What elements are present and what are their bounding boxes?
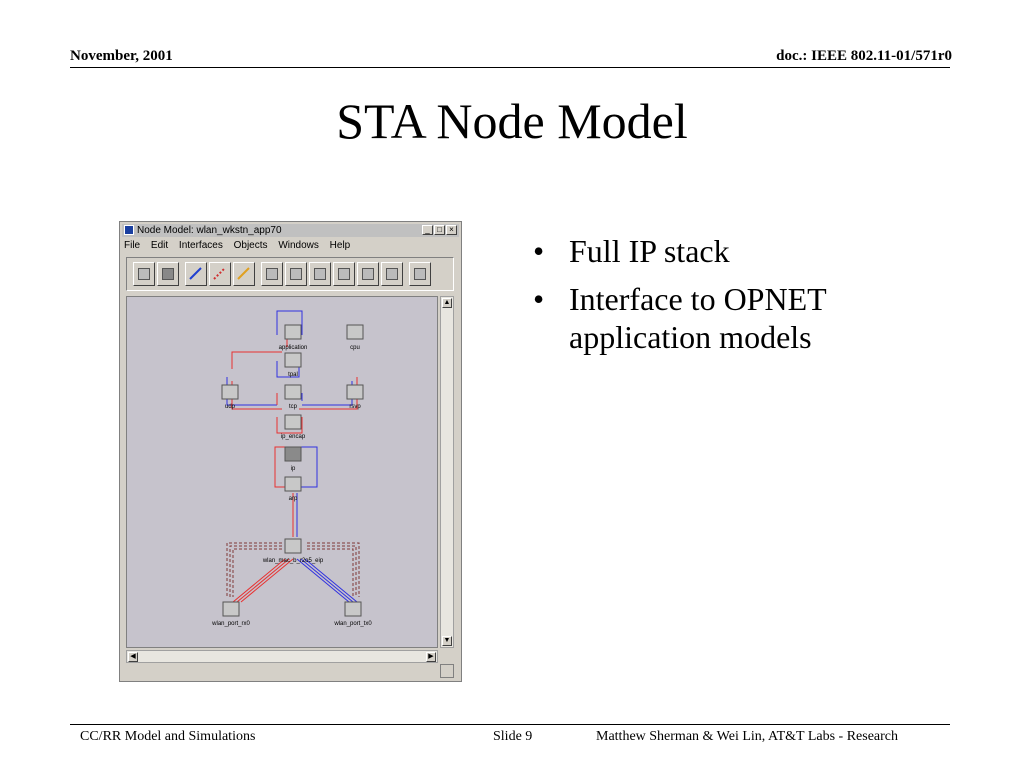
stream-icon[interactable]: [185, 262, 207, 286]
link-ipencap-ip: [276, 417, 303, 434]
node-tpal[interactable]: [284, 352, 302, 368]
minimize-button[interactable]: _: [422, 225, 433, 235]
menu-interfaces[interactable]: Interfaces: [178, 240, 223, 251]
statwire-icon[interactable]: [209, 262, 231, 286]
bullet-list: • Full IP stack • Interface to OPNET app…: [533, 232, 933, 366]
fixed-node-icon[interactable]: [133, 262, 155, 286]
node-application[interactable]: [284, 324, 302, 340]
tx-icon[interactable]: [261, 262, 283, 286]
size-grip-icon[interactable]: [440, 664, 454, 678]
label-cpu: cpu: [350, 345, 360, 351]
close-button[interactable]: ×: [446, 225, 457, 235]
header-date: November, 2001: [70, 48, 173, 64]
ptp-rx-icon[interactable]: [333, 262, 355, 286]
ptp-tx-icon[interactable]: [309, 262, 331, 286]
node-wlan-port-rx0[interactable]: [222, 601, 240, 617]
antenna-icon[interactable]: [409, 262, 431, 286]
link-app-tpal-a: [276, 310, 303, 335]
label-wlan-port-rx0: wlan_port_rx0: [211, 621, 250, 627]
node-wlan-port-tx0[interactable]: [344, 601, 362, 617]
link-tpal-tcp: [276, 361, 300, 378]
node-canvas[interactable]: application cpu tpal udp tcp rsvp ip_enc…: [126, 296, 438, 648]
label-rsvp: rsvp: [349, 404, 361, 410]
bus-tx-icon[interactable]: [357, 262, 379, 286]
node-wlan-mac[interactable]: [284, 538, 302, 554]
bullet-item: • Full IP stack: [533, 232, 933, 270]
header-doc-id: doc.: IEEE 802.11-01/571r0: [776, 48, 952, 64]
label-application: application: [279, 345, 308, 351]
scroll-right-icon[interactable]: ▶: [426, 652, 436, 662]
scroll-up-icon[interactable]: ▲: [442, 298, 452, 308]
mobile-node-icon[interactable]: [157, 262, 179, 286]
bullet-item: • Interface to OPNET application models: [533, 280, 933, 356]
menu-objects[interactable]: Objects: [233, 240, 268, 251]
footer-left: CC/RR Model and Simulations: [80, 729, 256, 744]
slide-number: Slide 9: [493, 729, 533, 744]
header-rule: [70, 67, 950, 68]
label-tpal: tpal: [288, 372, 298, 378]
bullet-icon: •: [533, 233, 545, 269]
label-arp: arp: [289, 496, 298, 502]
menu-help[interactable]: Help: [329, 240, 351, 251]
node-model-window: Node Model: wlan_wkstn_app70 _ □ × File …: [119, 221, 462, 682]
link-ip-arp-b: [299, 446, 318, 488]
toolbar: [126, 257, 454, 291]
bus-rx-icon[interactable]: [381, 262, 403, 286]
slide-title: STA Node Model: [336, 93, 688, 149]
label-wlan-mac: wlan_mac_b_r2o5_eip: [262, 558, 324, 564]
node-rsvp[interactable]: [346, 384, 364, 400]
node-arp[interactable]: [284, 476, 302, 492]
menu-bar: File Edit Interfaces Objects Windows Hel…: [124, 239, 457, 253]
link-tpal-udp: [231, 351, 282, 369]
bullet-icon: •: [533, 281, 545, 317]
window-title: Node Model: wlan_wkstn_app70: [137, 225, 282, 236]
maximize-button[interactable]: □: [434, 225, 445, 235]
link-rsvp-ipencap-b: [302, 381, 353, 406]
menu-file[interactable]: File: [124, 240, 141, 251]
menu-windows[interactable]: Windows: [278, 240, 319, 251]
bullet-text: Full IP stack: [569, 233, 730, 269]
horizontal-scrollbar[interactable]: ◀ ▶: [126, 650, 438, 663]
bullet-text: Interface to OPNET application models: [569, 281, 827, 355]
link-ip-arp: [274, 446, 287, 488]
label-wlan-port-tx0: wlan_port_tx0: [333, 621, 372, 627]
logical-tx-icon[interactable]: [233, 262, 255, 286]
footer-authors: Matthew Sherman & Wei Lin, AT&T Labs - R…: [596, 729, 899, 744]
node-diagram: application cpu tpal udp tcp rsvp ip_enc…: [211, 310, 372, 627]
rx-icon[interactable]: [285, 262, 307, 286]
label-udp: udp: [225, 404, 236, 410]
vertical-scrollbar[interactable]: ▲ ▼: [440, 296, 454, 648]
footer-rule: [70, 724, 950, 725]
menu-edit[interactable]: Edit: [150, 240, 169, 251]
node-udp[interactable]: [221, 384, 239, 400]
label-ip: ip: [291, 466, 296, 472]
label-ip-encap: ip_encap: [281, 434, 306, 440]
scroll-down-icon[interactable]: ▼: [442, 636, 452, 646]
node-tcp[interactable]: [284, 384, 302, 400]
node-cpu[interactable]: [346, 324, 364, 340]
label-tcp: tcp: [289, 404, 298, 410]
window-titlebar: Node Model: wlan_wkstn_app70 _ □ ×: [122, 224, 459, 237]
node-ip[interactable]: [284, 446, 302, 462]
node-ip-encap[interactable]: [284, 414, 302, 430]
app-icon: [124, 225, 134, 235]
scroll-left-icon[interactable]: ◀: [128, 652, 138, 662]
